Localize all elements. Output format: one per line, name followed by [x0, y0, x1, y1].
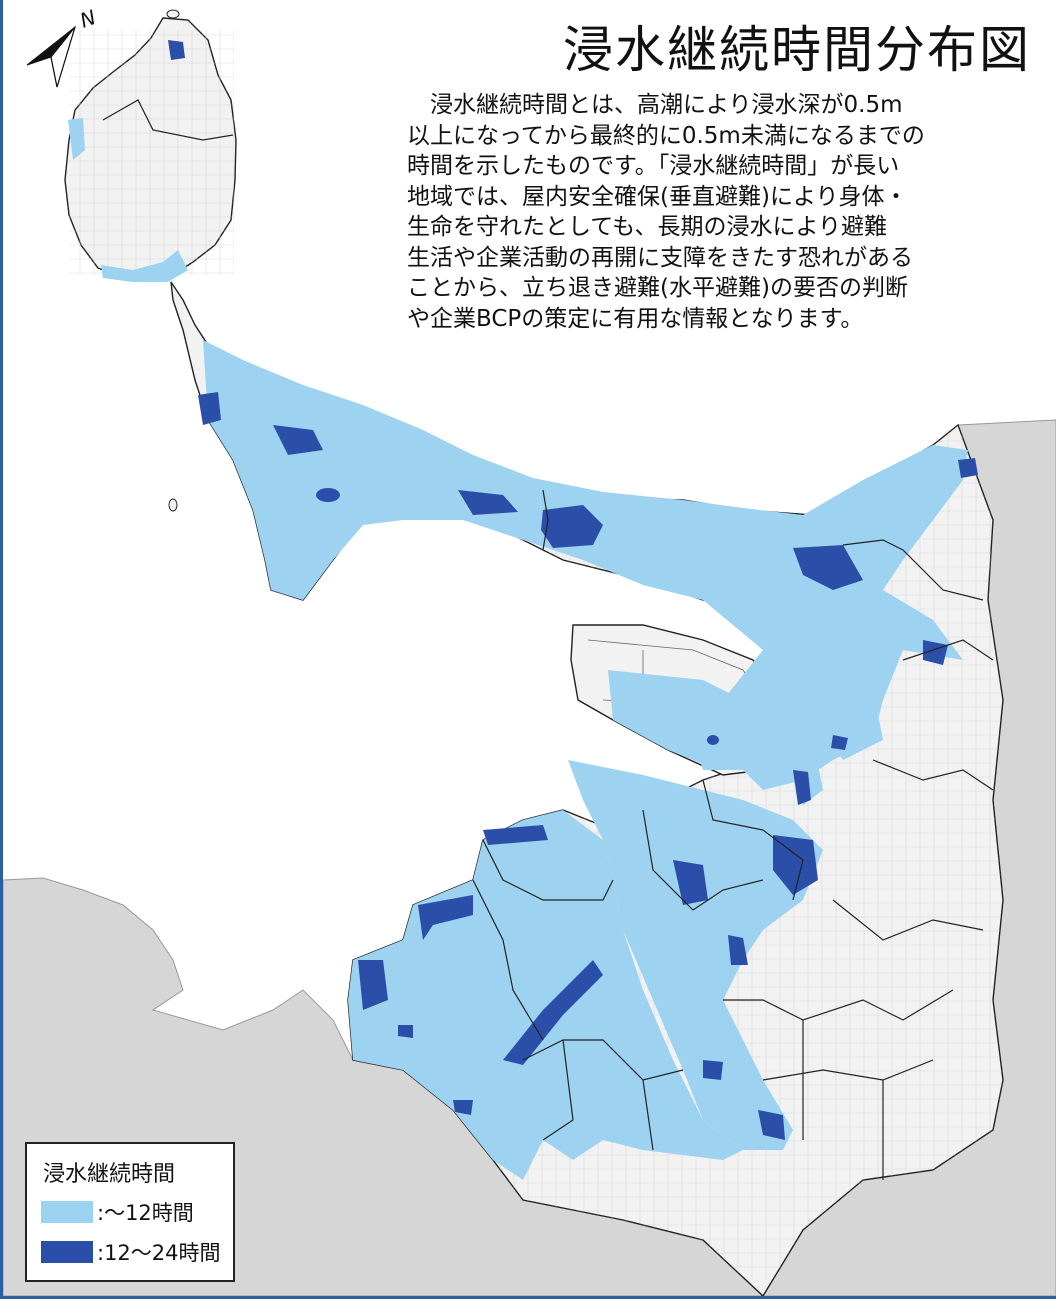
island-streets — [69, 30, 234, 275]
legend-label: :～12時間 — [97, 1201, 194, 1225]
description-line: 浸水継続時間とは、高潮により浸水深が0.5m — [407, 92, 903, 118]
description-line: ことから、立ち退き避難(水平避難)の要否の判断 — [407, 275, 908, 301]
legend-item-dark: :12～24時間 — [41, 1239, 221, 1265]
legend-title: 浸水継続時間 — [43, 1162, 176, 1187]
legend-item-light: :～12時間 — [41, 1199, 194, 1225]
district-boundaries — [102, 99, 994, 1180]
description-line: 以上になってから最終的に0.5m未満になるまでの — [407, 122, 925, 149]
description: 浸水継続時間とは、高潮により浸水深が0.5m 以上になってから最終的に0.5m未… — [407, 90, 1056, 334]
flood-dark-areas — [168, 40, 978, 1140]
legend-swatch-dark — [41, 1241, 93, 1263]
description-line: 生命を守れたとしても、長期の浸水により避難 — [407, 214, 888, 240]
north-label: N — [77, 5, 99, 33]
legend-swatch-light — [41, 1201, 93, 1223]
flood-duration-map — [3, 9, 1056, 1296]
page-title: 浸水継続時間分布図 — [563, 21, 1031, 79]
description-line: 地域では、屋内安全確保(垂直避難)により身体・ — [407, 183, 908, 210]
islet-north — [166, 9, 180, 19]
description-line: や企業BCPの策定に有用な情報となります。 — [407, 305, 864, 332]
legend: 浸水継続時間 :～12時間 :12～24時間 — [25, 1142, 235, 1282]
description-line: 時間を示したものです。「浸水継続時間」が長い — [407, 153, 900, 179]
north-arrow-icon: N — [26, 5, 99, 88]
description-line: 生活や企業活動の再開に支障をきたす恐れがある — [407, 244, 913, 271]
islet — [168, 498, 178, 512]
legend-label: :12～24時間 — [97, 1241, 221, 1265]
